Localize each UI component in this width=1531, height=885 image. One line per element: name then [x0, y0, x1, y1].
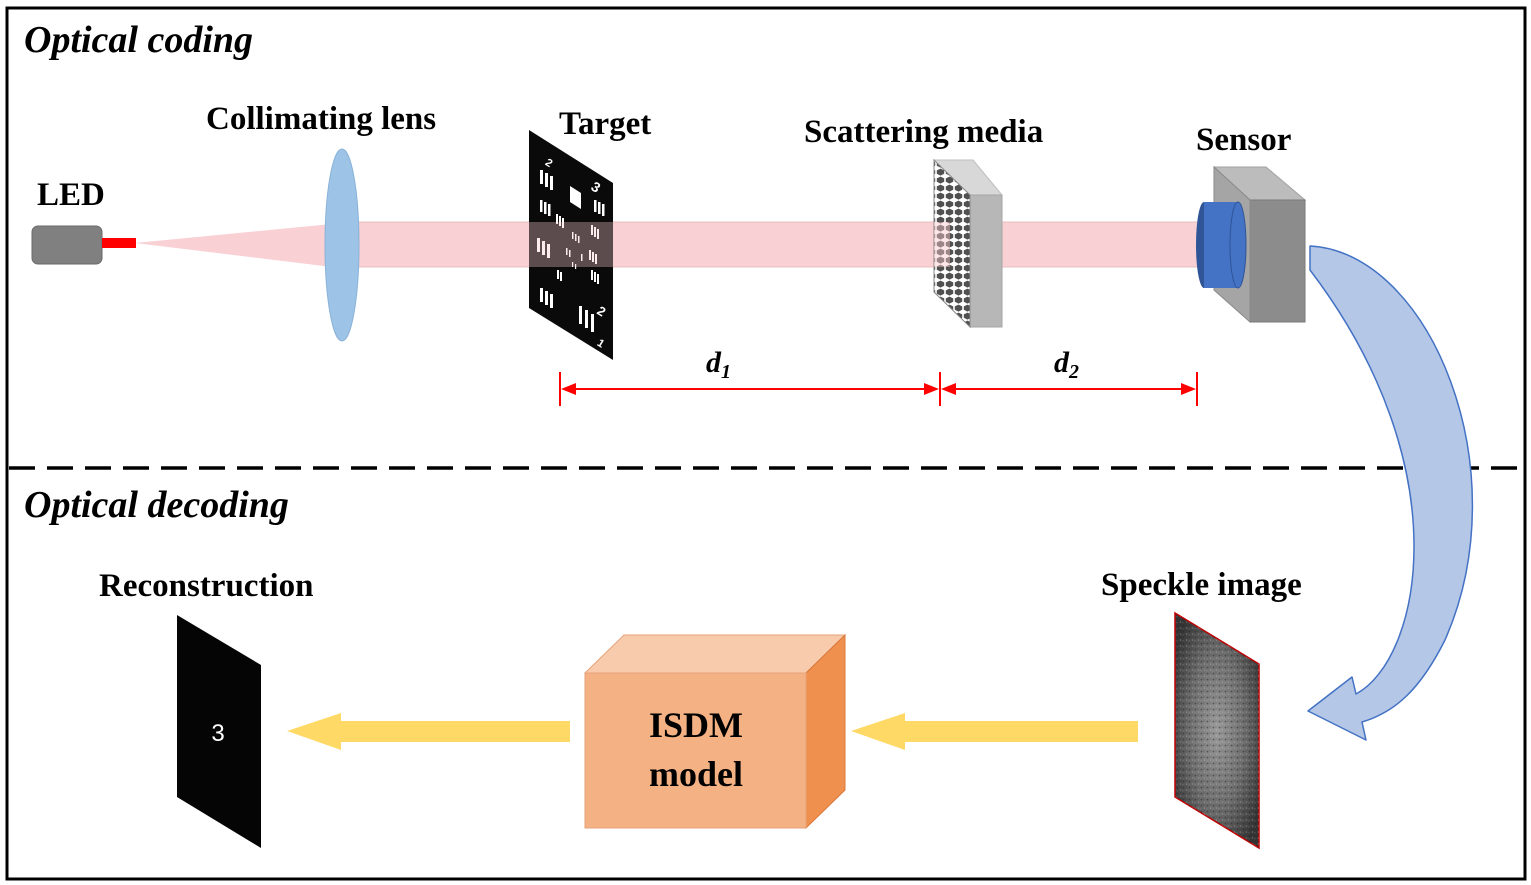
- reconstruction-image-icon: 3: [177, 615, 261, 848]
- isdm-model-box: [583, 633, 847, 830]
- distance-d1-label: d1: [706, 346, 731, 383]
- sensor-label: Sensor: [1196, 122, 1291, 158]
- distance-d2-label: d2: [1054, 346, 1079, 383]
- light-beam: [135, 221, 1203, 268]
- section-title-decoding: Optical decoding: [24, 484, 289, 526]
- sensor-icon: [1196, 165, 1307, 324]
- target-chart-icon: 2 3 2 1: [529, 130, 613, 360]
- flow-arrow-to-reconstruction: [287, 713, 570, 750]
- outer-frame: [5, 6, 1527, 881]
- flow-arrow-to-model: [851, 713, 1138, 750]
- target-group-number: 1: [595, 337, 607, 350]
- target-label: Target: [559, 106, 651, 142]
- collimating-lens-icon: [324, 148, 360, 342]
- reconstruction-digit: 3: [211, 720, 224, 747]
- scattering-media-icon: [932, 158, 1004, 329]
- speckle-label: Speckle image: [1101, 567, 1302, 603]
- led-label: LED: [37, 177, 105, 213]
- scatter-label: Scattering media: [804, 114, 1043, 150]
- model-label-line1: ISDM: [649, 705, 743, 745]
- speckle-image-icon: [1174, 611, 1260, 850]
- section-title-coding: Optical coding: [24, 19, 253, 61]
- lens-label: Collimating lens: [206, 101, 436, 137]
- target-group-number: 2: [543, 157, 555, 170]
- reconstruction-label: Reconstruction: [99, 568, 313, 604]
- curved-transfer-arrow: [1307, 245, 1474, 741]
- model-label-line2: model: [649, 754, 743, 794]
- distance-d1-arrow: [559, 372, 941, 406]
- led-icon: [31, 225, 136, 265]
- distance-d2-arrow: [941, 372, 1198, 406]
